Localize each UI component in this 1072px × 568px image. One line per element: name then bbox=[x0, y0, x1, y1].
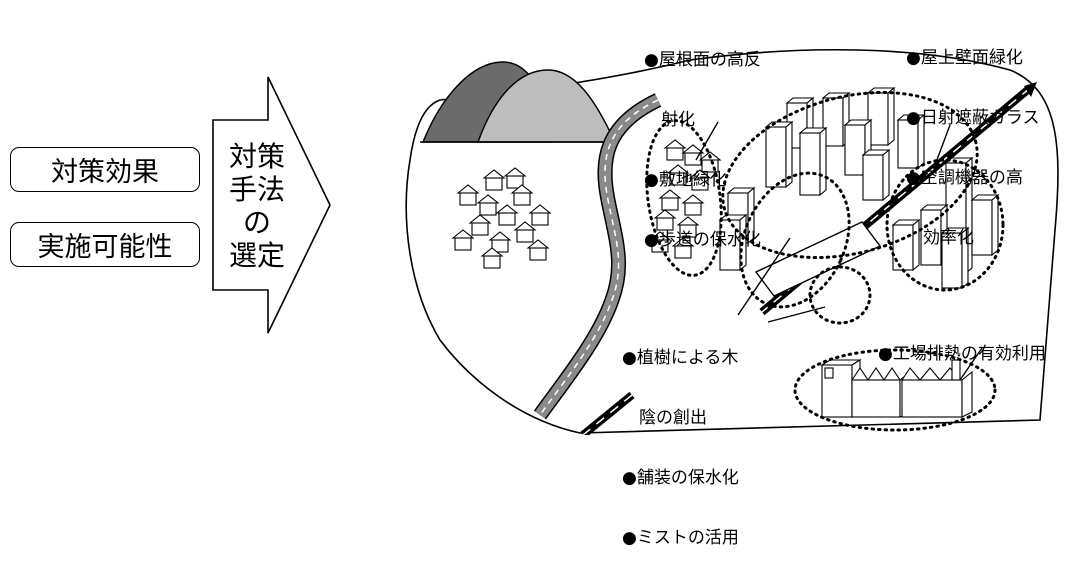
oval-houses bbox=[645, 119, 723, 277]
leader-rooftop bbox=[934, 124, 951, 166]
ann-rooftop-2: ●日射遮蔽ガラス bbox=[906, 108, 1040, 128]
arrow-line-2: 手法 bbox=[228, 173, 285, 206]
feasibility-box: 実施可能性 bbox=[10, 222, 200, 267]
annotation-roof: ●屋根面の高反 射化 ●敷地緑化 ●歩道の保水化 bbox=[644, 10, 761, 270]
leader-roof bbox=[695, 121, 719, 161]
arrow-label: 対策 手法 の 選定 bbox=[222, 140, 292, 272]
ann-factory-1: ●工場排熱の有効利用 bbox=[878, 344, 1046, 364]
ann-rooftop-3: ●空調機器の高 bbox=[906, 168, 1023, 188]
annotation-rooftop: ●屋上壁面緑化 ●日射遮蔽ガラス ●空調機器の高 効率化 bbox=[906, 8, 1040, 268]
annotation-factory: ●工場排熱の有効利用 bbox=[878, 304, 1046, 384]
mountain-front bbox=[477, 69, 614, 143]
feasibility-label: 実施可能性 bbox=[37, 232, 173, 263]
houses-left bbox=[451, 167, 552, 269]
annotation-trees: ●植樹による木 陰の創出 ●舗装の保水化 ●ミストの活用 bbox=[622, 308, 739, 568]
bridge bbox=[754, 221, 882, 297]
houses-middle bbox=[648, 139, 722, 259]
effect-box: 対策効果 bbox=[10, 147, 200, 192]
ann-trees-1: ●植樹による木 bbox=[622, 348, 739, 368]
highway-lower bbox=[580, 391, 635, 435]
ann-roof-1: ●屋根面の高反 bbox=[644, 50, 761, 70]
diagram-canvas bbox=[212, 48, 1059, 435]
leader-trees-1 bbox=[737, 237, 791, 316]
oval-park bbox=[739, 171, 851, 309]
arrow-line-3: の bbox=[242, 206, 271, 239]
oval-factory bbox=[793, 348, 997, 432]
buildings-right bbox=[891, 156, 1000, 290]
ann-trees-2: 陰の創出 bbox=[622, 408, 707, 428]
ann-roof-2: 射化 bbox=[644, 110, 695, 130]
arrow-line-1: 対策 bbox=[228, 140, 285, 173]
arrow-line-4: 選定 bbox=[228, 239, 285, 272]
ann-rooftop-4: 効率化 bbox=[906, 228, 974, 248]
ann-roof-4: ●歩道の保水化 bbox=[644, 230, 761, 250]
oval-center bbox=[808, 265, 872, 325]
ann-trees-4: ●ミストの活用 bbox=[622, 528, 739, 548]
leader-factory bbox=[959, 347, 983, 381]
ann-trees-3: ●舗装の保水化 bbox=[622, 468, 739, 488]
selection-arrow bbox=[212, 76, 331, 334]
ann-roof-3: ●敷地緑化 bbox=[644, 170, 727, 190]
factory bbox=[820, 359, 973, 418]
ann-rooftop-1: ●屋上壁面緑化 bbox=[906, 48, 1023, 68]
oval-buildings-upper bbox=[721, 90, 979, 260]
leader-trees-2 bbox=[767, 306, 826, 323]
oval-right bbox=[885, 158, 1005, 292]
effect-label: 対策効果 bbox=[51, 157, 159, 188]
buildings-upper bbox=[718, 86, 926, 272]
